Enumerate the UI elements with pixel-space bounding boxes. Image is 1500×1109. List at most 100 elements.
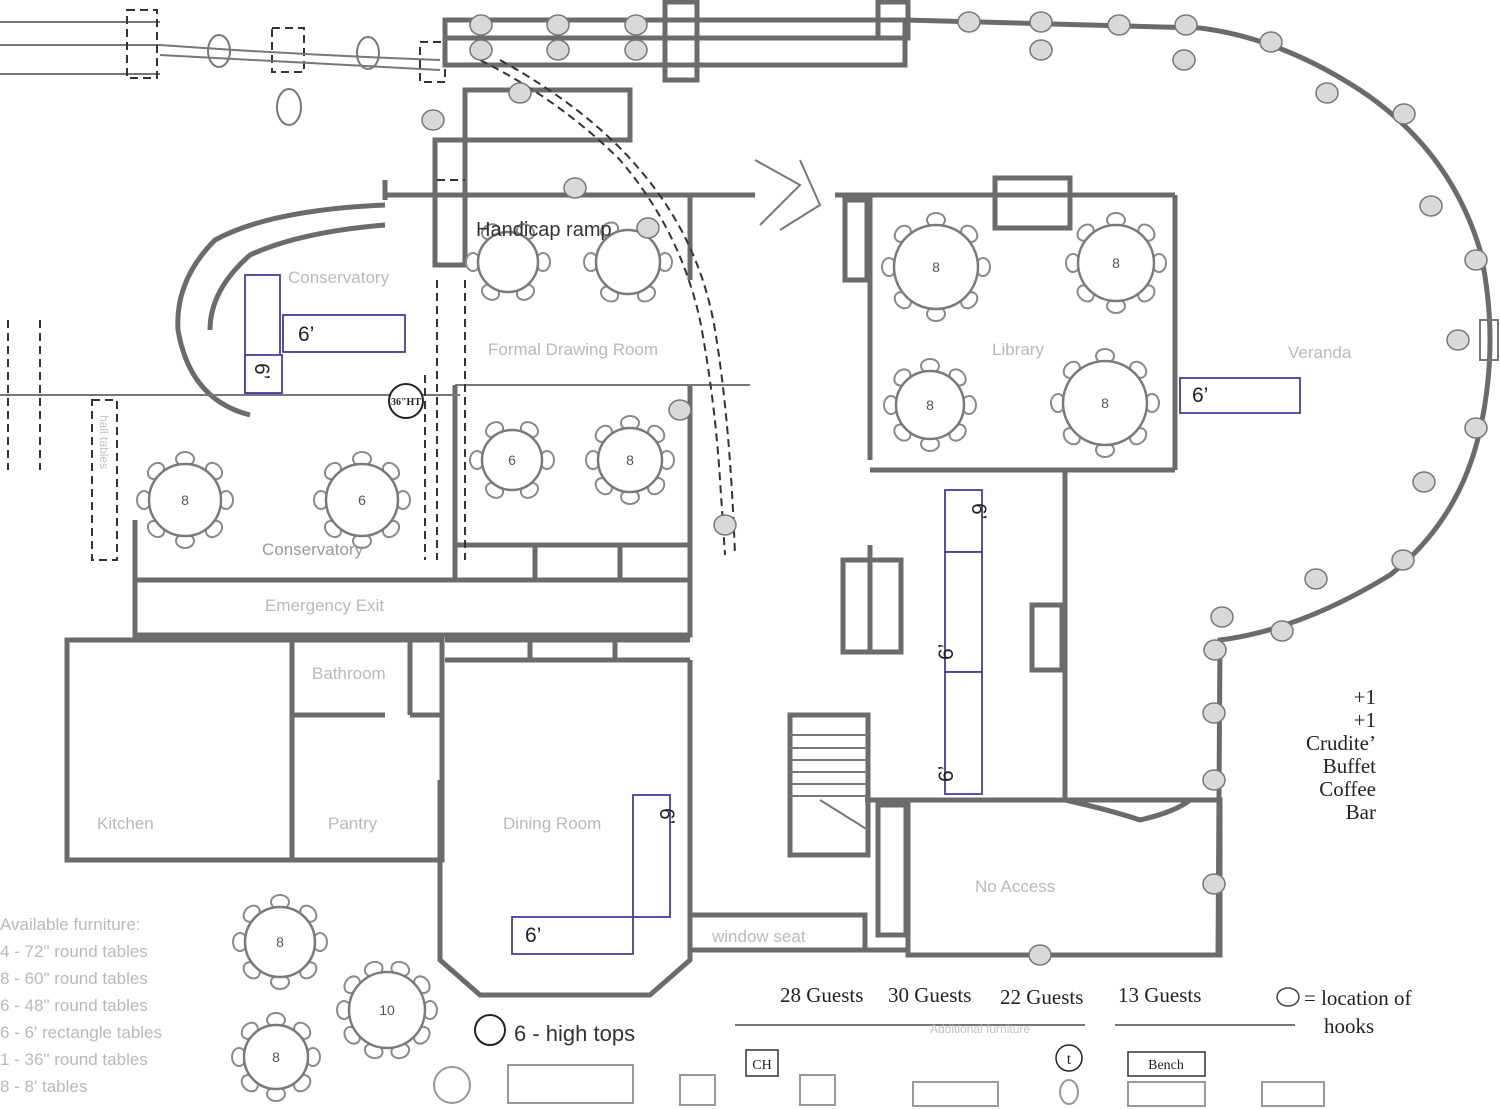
station-6: Bar	[1346, 800, 1376, 824]
round-table-top	[324, 462, 400, 538]
guest-count-4: 13 Guests	[1118, 983, 1201, 1007]
building-walls	[0, 0, 1223, 998]
round-table-top	[894, 369, 966, 441]
high-tops-label: 6 - high tops	[514, 1021, 635, 1046]
hook-location	[1464, 249, 1488, 271]
hook-location	[1210, 606, 1234, 628]
drawing-table-top-1	[465, 223, 551, 301]
drawing-table-2: 8	[585, 415, 675, 505]
pantry-label: Pantry	[328, 814, 378, 833]
high-top-36: 36"HT	[388, 383, 424, 419]
furniture-item-4: 6 - 6' rectangle tables	[0, 1023, 162, 1042]
conservatory-label-top: Conservatory	[288, 268, 390, 287]
table-key-icon	[1055, 1044, 1083, 1072]
furniture-item-2: 8 - 60" round tables	[0, 969, 148, 988]
round-table-top	[594, 228, 662, 296]
hook-location	[1412, 471, 1436, 493]
hook-location	[1464, 417, 1488, 439]
hook-location	[1172, 49, 1196, 71]
corridor-table-1	[944, 489, 983, 553]
round-table-top	[147, 462, 223, 538]
station-2: +1	[1354, 708, 1376, 732]
hook-location	[1029, 11, 1053, 33]
hook-location	[957, 11, 981, 33]
seat-count-label: 10	[379, 1002, 395, 1018]
six-ft-label-conservatory-small: 6’	[250, 363, 273, 379]
walkway	[424, 59, 736, 560]
hook-location	[624, 39, 648, 61]
guest-count-2: 30 Guests	[888, 983, 971, 1007]
bench-key-box	[1127, 1051, 1206, 1077]
conservatory-table-horizontal	[282, 314, 406, 353]
library-table-3: 8	[883, 358, 977, 452]
station-5: Coffee	[1319, 777, 1376, 801]
seat-count-label: 6	[508, 452, 516, 468]
six-ft-label-corridor-3: 6’	[935, 766, 958, 782]
library-label: Library	[992, 340, 1044, 359]
room-labels: Handicap ramp Conservatory Conservatory …	[97, 219, 1352, 946]
round-table-top	[1061, 359, 1149, 447]
conservatory-table-1: 8	[136, 451, 234, 549]
hook-location	[469, 39, 493, 61]
hook-legend-icon	[1276, 987, 1300, 1007]
no-access-label: No Access	[975, 877, 1055, 896]
veranda-label: Veranda	[1288, 343, 1352, 362]
emergency-exit-label: Emergency Exit	[265, 596, 384, 615]
hook-location	[1202, 769, 1226, 791]
chair-key-box	[745, 1049, 779, 1077]
hook-location	[1270, 620, 1294, 642]
legend-round-table-1: 8	[232, 894, 328, 990]
seat-count-label: 8	[272, 1049, 280, 1065]
kitchen-label: Kitchen	[97, 814, 154, 833]
hooks-legend-line1: = location of	[1304, 986, 1411, 1010]
furniture-item-1: 4 - 72" round tables	[0, 942, 148, 961]
high-top-icon	[474, 1014, 506, 1046]
legend-round-table-3: 8	[231, 1012, 321, 1102]
six-ft-label-corridor-1: 6’	[967, 503, 990, 519]
station-4: Buffet	[1323, 754, 1376, 778]
furniture-item-3: 6 - 48" round tables	[0, 996, 148, 1015]
hook-location	[1315, 82, 1339, 104]
conservatory-table-2: 6	[313, 451, 411, 549]
round-table-top	[1076, 223, 1156, 303]
furniture-item-6: 8 - 8' tables	[0, 1077, 87, 1096]
hook-location	[1446, 329, 1470, 351]
guest-counts: 28 Guests 30 Guests 22 Guests 13 Guests	[780, 983, 1201, 1009]
seat-count-label: 8	[276, 934, 284, 950]
hook-location	[1391, 549, 1415, 571]
hook-location	[563, 177, 587, 199]
legend-round-table-2: 10	[336, 960, 438, 1060]
library-table-4: 8	[1050, 348, 1160, 458]
hook-location	[1202, 873, 1226, 895]
window-seat-label: window seat	[711, 927, 806, 946]
hook-location	[1202, 702, 1226, 724]
veranda-table	[1179, 377, 1301, 414]
seat-count-label: 8	[932, 259, 940, 275]
hook-location	[1259, 31, 1283, 53]
round-table-top	[243, 905, 317, 979]
hook-location	[624, 14, 648, 36]
hooks-legend: = location of hooks	[1276, 986, 1411, 1038]
hook-location	[636, 217, 660, 239]
round-table-top	[480, 428, 544, 492]
hook-location	[1028, 944, 1052, 966]
seat-count-label: 8	[1112, 255, 1120, 271]
round-table-top	[347, 970, 427, 1050]
seat-count-label: 8	[626, 452, 634, 468]
hall-tables: hall tables	[7, 320, 118, 561]
bench-key-label: Bench	[1148, 1058, 1184, 1073]
hook-location	[1174, 14, 1198, 36]
six-ft-label-conservatory: 6’	[298, 323, 314, 346]
round-table-top	[596, 426, 664, 494]
hall-tables-label: hall tables	[97, 415, 111, 469]
round-table-top	[476, 230, 540, 294]
hook-location	[1107, 14, 1131, 36]
hook-location	[421, 109, 445, 131]
table-key-label: t	[1067, 1051, 1072, 1068]
library-table-1: 8	[881, 212, 991, 322]
bottom-key: Additional furniture CH t Bench	[433, 1022, 1325, 1107]
handicap-ramp-label: Handicap ramp	[476, 219, 612, 241]
hook-location	[546, 14, 570, 36]
